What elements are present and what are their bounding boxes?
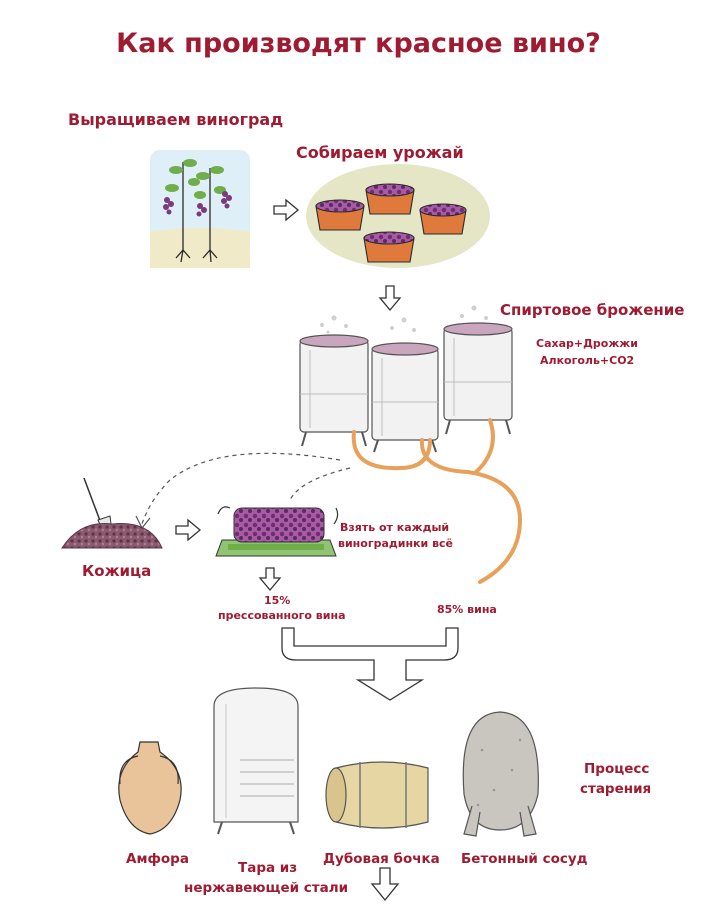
skins-pile-illustration (61, 477, 163, 549)
harvest-illustration (306, 164, 490, 268)
arrow-down-icon (378, 285, 402, 312)
fermentation-formula-line1: Сахар+Дрожжи (536, 337, 638, 350)
press-note-line2: виноградинки всё (338, 537, 454, 550)
step-harvest-label: Собираем урожай (296, 143, 464, 162)
press-note-line1: Взять от каждый (340, 521, 450, 534)
amphora-label: Амфора (126, 851, 189, 867)
arrow-down-icon (370, 867, 400, 902)
concrete-vessel-illustration (462, 711, 539, 837)
arrow-down-icon (258, 567, 282, 592)
oak-barrel-illustration (325, 761, 429, 829)
steel-tank-label-line2: нержавеющей стали (184, 880, 349, 896)
grapevine-illustration (150, 150, 250, 268)
amphora-illustration (118, 741, 182, 835)
skins-label: Кожица (82, 562, 152, 580)
dashed-arrow-to-press (289, 467, 351, 501)
page-title: Как производят красное вино? (116, 28, 601, 59)
oak-barrel-label: Дубовая бочка (323, 851, 440, 867)
concrete-vessel-label: Бетонный сосуд (461, 851, 588, 867)
fermentation-tanks (299, 305, 523, 584)
pressed-percent: 15% (264, 594, 291, 607)
merge-arrow-icon (281, 627, 459, 701)
aging-label-line1: Процесс (584, 761, 650, 777)
step-fermentation-label: Спиртовое брожение (500, 301, 685, 319)
arrow-right-icon (273, 198, 300, 222)
steel-tank-label-line1: Тара из (238, 860, 298, 876)
fermentation-formula-line2: Алкоголь+СО2 (540, 354, 635, 367)
press-illustration (215, 506, 339, 557)
pressed-wine-label: прессованного вина (218, 609, 346, 622)
step-grow-label: Выращиваем виноград (68, 110, 284, 129)
free-run-label: 85% вина (437, 603, 497, 616)
aging-label-line2: старения (580, 781, 652, 797)
steel-tank-illustration (213, 687, 299, 835)
arrow-right-icon (175, 518, 202, 542)
